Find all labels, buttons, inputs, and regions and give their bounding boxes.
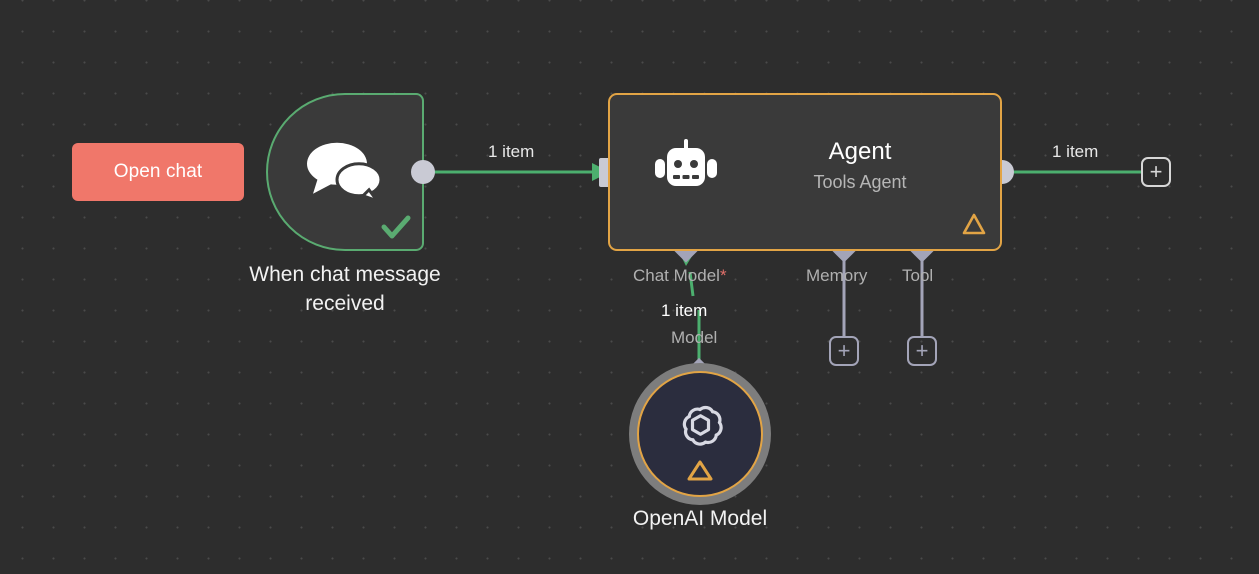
open-chat-button[interactable]: Open chat [72, 143, 244, 201]
port-label-chat-model-text: Chat Model [633, 266, 720, 285]
port-label-model-output: Model [671, 328, 718, 347]
node-when-chat-message-received[interactable] [266, 93, 424, 251]
plus-icon: + [915, 338, 929, 363]
agent-text-block: Agent Tools Agent [730, 136, 990, 195]
plus-icon: + [837, 338, 851, 363]
port-required-marker: * [719, 266, 727, 285]
port-label-memory: Memory [806, 266, 868, 285]
edge-label-model-to-agent: 1 item [661, 301, 708, 320]
openai-logo-icon [682, 405, 723, 446]
node-openai-model[interactable] [629, 363, 771, 505]
robot-icon [655, 139, 717, 186]
chat-bubbles-icon [307, 142, 383, 202]
edge-label-agent-output: 1 item [1052, 142, 1099, 161]
chat-trigger-label-line2: received [305, 292, 385, 315]
add-node-button[interactable]: + [1141, 157, 1171, 187]
success-check-icon [381, 215, 411, 239]
port-label-chat-model: Chat Model* [633, 266, 727, 286]
plus-icon: + [1149, 159, 1163, 184]
node-label-chat-trigger: When chat message received [205, 260, 485, 318]
warning-triangle-icon[interactable] [685, 457, 715, 483]
edge-label-trigger-to-agent: 1 item [488, 142, 535, 161]
node-label-openai-model: OpenAI Model [632, 507, 768, 530]
port-label-tool: Tool [902, 266, 934, 285]
add-tool-button[interactable]: + [907, 336, 937, 366]
chat-trigger-label-line1: When chat message [249, 263, 441, 286]
connection-trigger-to-agent [424, 158, 612, 187]
agent-title: Agent [828, 138, 892, 165]
warning-triangle-icon[interactable] [962, 213, 986, 235]
agent-subtitle: Tools Agent [813, 172, 907, 192]
node-agent[interactable]: Agent Tools Agent [608, 93, 1002, 251]
add-memory-button[interactable]: + [829, 336, 859, 366]
